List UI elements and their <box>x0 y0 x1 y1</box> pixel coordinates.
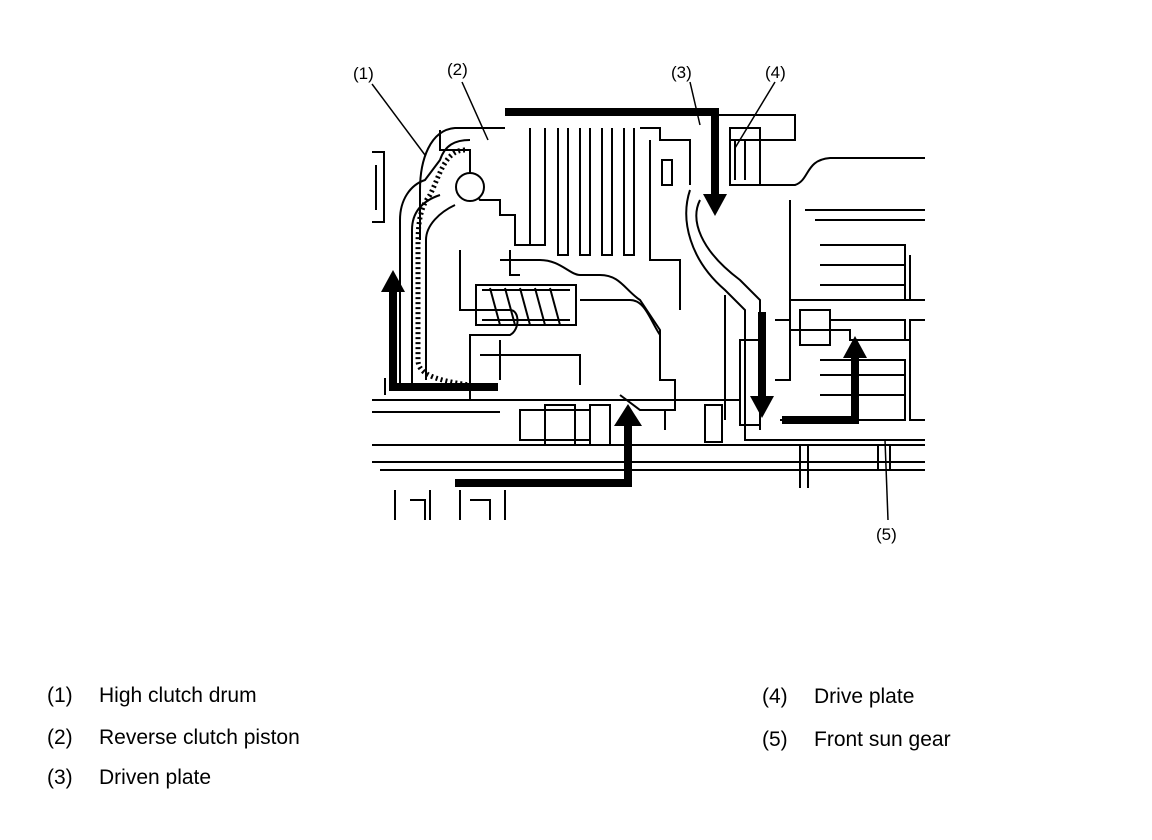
legend-label: Drive plate <box>814 685 915 708</box>
callout-5: (5) <box>876 525 897 544</box>
legend-item-1: (1) High clutch drum <box>47 684 257 708</box>
legend-num: (2) <box>47 726 73 749</box>
legend-item-4: (4) Drive plate <box>762 685 914 709</box>
legend-label: Driven plate <box>99 766 212 789</box>
callout-1: (1) <box>353 64 374 83</box>
legend-item-3: (3) Driven plate <box>47 766 211 790</box>
callout-4: (4) <box>765 63 786 82</box>
legend-item-2: (2) Reverse clutch piston <box>47 726 300 750</box>
legend-item-5: (5) Front sun gear <box>762 728 951 752</box>
legend-num: (5) <box>762 728 788 751</box>
callout-2: (2) <box>447 60 468 79</box>
callout-3: (3) <box>671 63 692 82</box>
legend-label: Front sun gear <box>814 728 951 751</box>
clutch-cross-section-diagram: (1) (2) (3) (4) (5) <box>353 60 925 544</box>
legend-label: Reverse clutch piston <box>99 726 300 749</box>
legend-num: (3) <box>47 766 73 789</box>
legend-num: (1) <box>47 684 73 707</box>
legend-num: (4) <box>762 685 788 708</box>
legend-label: High clutch drum <box>99 684 257 707</box>
